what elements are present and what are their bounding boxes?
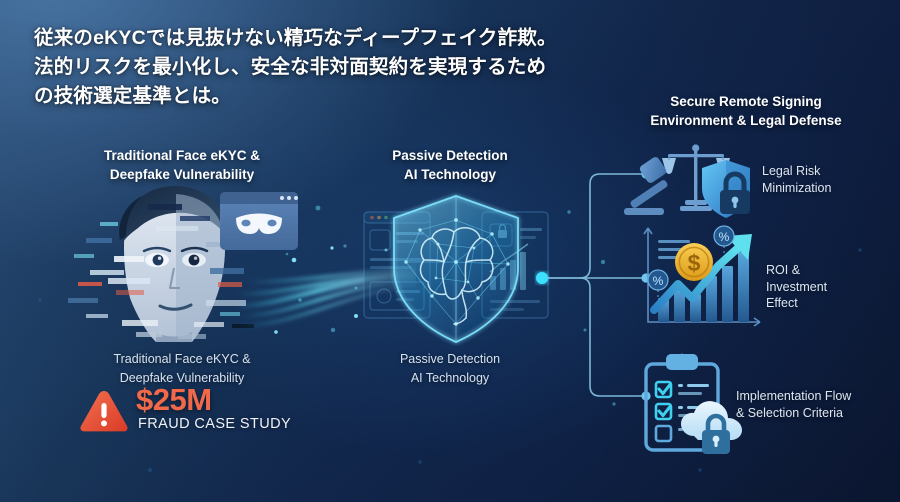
roi-label-line-2: Investment <box>766 279 828 294</box>
percent-badge-icon: % % <box>647 225 735 298</box>
svg-text:%: % <box>719 230 730 244</box>
left-caption: Traditional Face eKYC & Deepfake Vulnera… <box>58 350 306 388</box>
warning-triangle-icon <box>80 391 128 432</box>
left-caption-line-2: Deepfake Vulnerability <box>119 370 245 385</box>
middle-caption-line-1: Passive Detection <box>399 352 501 366</box>
svg-text:%: % <box>653 274 664 288</box>
cloud-padlock-icon <box>681 401 742 454</box>
mask-window-icon <box>220 192 298 250</box>
right-heading-line-1: Secure Remote Signing <box>670 94 822 109</box>
left-caption-line-1: Traditional Face eKYC & <box>113 352 251 366</box>
fraud-amount: $25M <box>136 382 212 417</box>
fraud-case-stat: $25M FRAUD CASE STUDY <box>78 382 318 438</box>
headline-line-3: の技術選定基準とは。 <box>34 84 232 107</box>
roi-label: ROI & Investment Effect <box>766 262 890 312</box>
data-flow-streaks <box>236 246 416 334</box>
left-section-heading: Traditional Face eKYC & Deepfake Vulnera… <box>58 146 306 184</box>
implementation-label-line-1: Implementation Flow <box>736 389 852 403</box>
middle-heading-line-2: AI Technology <box>403 167 496 183</box>
gavel-icon <box>624 157 668 215</box>
legal-risk-label-line-2: Minimization <box>762 180 832 195</box>
left-heading-line-1: Traditional Face eKYC & <box>103 148 261 163</box>
middle-caption: Passive Detection AI Technology <box>352 350 548 388</box>
implementation-label: Implementation Flow & Selection Criteria <box>736 388 896 421</box>
implementation-label-line-2: & Selection Criteria <box>736 405 843 420</box>
legal-risk-label-line-1: Legal Risk <box>762 164 821 178</box>
right-heading-line-2: Environment & Legal Defense <box>650 113 842 129</box>
middle-caption-line-2: AI Technology <box>410 370 490 385</box>
clipboard-checklist-icon <box>644 353 720 452</box>
roi-label-line-3: Effect <box>766 296 798 310</box>
headline-line-2: 法的リスクを最小化し、安全な非対面契約を実現するため <box>34 55 547 78</box>
headline: 従来のeKYCでは見抜けない精巧なディープフェイク詐欺。 法的リスクを最小化し、… <box>34 24 594 111</box>
legal-risk-icon-group <box>624 144 750 218</box>
roi-icon-group: % % $ <box>643 225 761 327</box>
glitch-face-illustration <box>68 186 298 342</box>
right-section-heading: Secure Remote Signing Environment & Lega… <box>600 92 892 130</box>
shield-padlock-icon <box>702 160 750 218</box>
middle-heading-line-1: Passive Detection <box>392 148 508 163</box>
roi-label-line-1: ROI & <box>766 263 801 277</box>
ai-shield-illustration <box>363 195 549 343</box>
implementation-icon-group <box>644 353 742 454</box>
headline-line-1: 従来のeKYCでは見抜けない精巧なディープフェイク詐欺。 <box>34 27 557 49</box>
fraud-label: FRAUD CASE STUDY <box>138 416 292 432</box>
left-heading-line-2: Deepfake Vulnerability <box>109 167 255 183</box>
middle-section-heading: Passive Detection AI Technology <box>352 146 548 184</box>
brain-network-icon <box>419 226 494 325</box>
dollar-coin-icon: $ <box>675 243 713 281</box>
svg-text:$: $ <box>688 250 701 276</box>
legal-risk-label: Legal Risk Minimization <box>762 163 894 196</box>
